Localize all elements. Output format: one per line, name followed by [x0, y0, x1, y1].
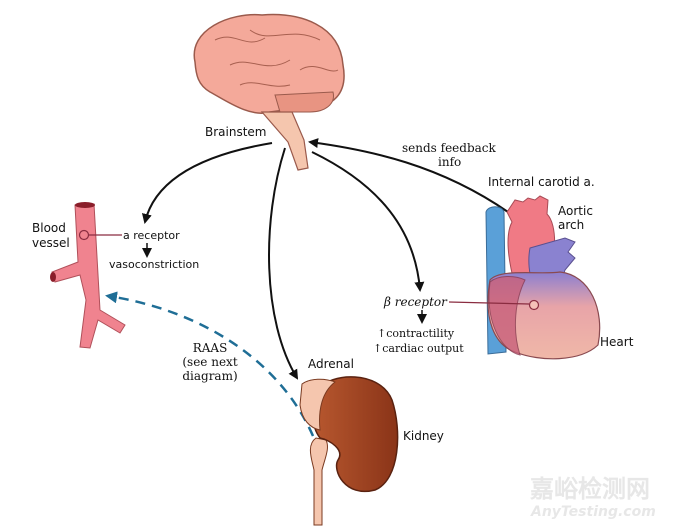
contractility-text: contractility: [386, 327, 455, 340]
up-arrow-icon: ↑: [373, 342, 382, 355]
brain-illustration: [193, 13, 345, 171]
watermark: 嘉峪检测网 AnyTesting.com: [530, 475, 656, 520]
feedback-label-line2: info: [438, 155, 461, 169]
vasoconstriction-label: vasoconstriction: [109, 258, 199, 271]
watermark-line2: AnyTesting.com: [530, 504, 656, 520]
feedback-label-line1: sends feedback: [402, 141, 497, 155]
increased-cardiac-output-label: ↑cardiac output: [373, 342, 464, 355]
raas-label-line3: diagram): [182, 369, 237, 383]
heart-illustration: [448, 195, 601, 360]
raas-label-line2: (see next: [182, 355, 237, 369]
beta-receptor-label: β receptor: [383, 295, 448, 309]
raas-label-line1: RAAS: [193, 341, 228, 355]
cardiac-output-text: cardiac output: [382, 342, 464, 355]
blood-vessel-label-line2: vessel: [32, 236, 70, 250]
raas-dashed-arrow: [105, 291, 315, 437]
arrow-brainstem-to-adrenal: [268, 147, 299, 380]
brainstem-label: Brainstem: [205, 125, 267, 139]
aortic-arch-label-line1: Aortic: [558, 204, 593, 218]
kidney-label: Kidney: [403, 429, 444, 443]
watermark-line1: 嘉峪检测网: [530, 475, 650, 503]
arrow-brainstem-to-vessel: [141, 142, 273, 224]
heart-label: Heart: [600, 335, 634, 349]
internal-carotid-label: Internal carotid a.: [488, 175, 595, 189]
blood-vessel-illustration: [50, 202, 126, 349]
increased-contractility-label: ↑contractility: [377, 327, 455, 340]
up-arrow-icon: ↑: [377, 327, 386, 340]
arrow-feedback-to-brainstem: [308, 138, 509, 213]
aortic-arch-label-line2: arch: [558, 218, 584, 232]
blood-vessel-label-line1: Blood: [32, 221, 66, 235]
alpha-receptor-label: a receptor: [123, 229, 180, 242]
arrow-brainstem-to-heart: [311, 151, 425, 292]
kidney-illustration: [299, 376, 399, 526]
adrenal-label: Adrenal: [308, 357, 354, 371]
